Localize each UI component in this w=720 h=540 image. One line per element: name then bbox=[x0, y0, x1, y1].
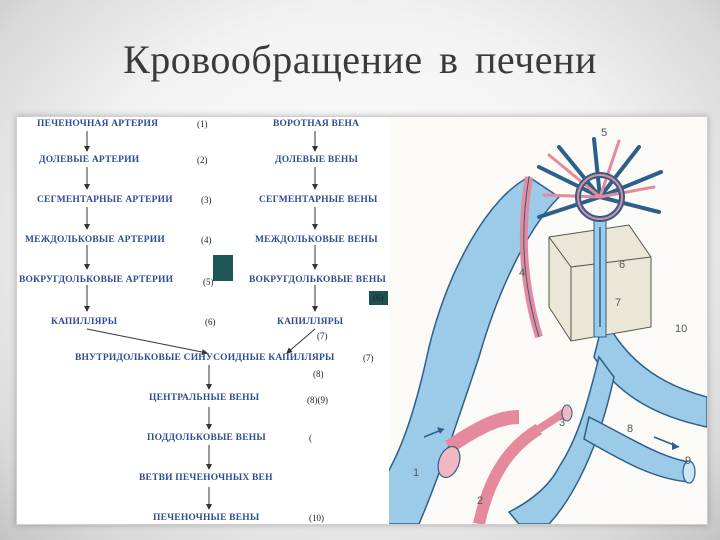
right-num-6-box: (6) bbox=[369, 291, 388, 305]
illu-num-7: 7 bbox=[615, 297, 621, 309]
left-num-4: (4) bbox=[201, 235, 212, 245]
left-num-3: (3) bbox=[201, 195, 212, 205]
hepatic-veins-label: ПЕЧЕНОЧНЫЕ ВЕНЫ bbox=[153, 513, 259, 523]
bottom-num-1: (8)(9) bbox=[307, 395, 328, 405]
illu-num-3: 3 bbox=[559, 417, 565, 429]
sinusoid-num-7: (7) bbox=[363, 353, 374, 363]
figure-panel: ПЕЧЕНОЧНАЯ АРТЕРИЯ (1) ДОЛЕВЫЕ АРТЕРИИ (… bbox=[16, 116, 708, 525]
central-veins-label: ЦЕНТРАЛЬНЫЕ ВЕНЫ bbox=[149, 393, 259, 403]
left-num-5: (5) bbox=[203, 277, 214, 287]
illu-num-1: 1 bbox=[413, 467, 419, 479]
liver-circulation-illustration: 1 2 3 4 5 6 7 8 9 10 bbox=[389, 117, 707, 524]
lobar-veins-label: ДОЛЕВЫЕ ВЕНЫ bbox=[275, 155, 358, 165]
illu-num-9: 9 bbox=[685, 455, 691, 467]
bottom-num-4: (10) bbox=[309, 513, 324, 523]
sublobular-veins-label: ПОДДОЛЬКОВЫЕ ВЕНЫ bbox=[147, 433, 266, 443]
illu-num-10: 10 bbox=[675, 323, 687, 335]
merge-num-7: (7) bbox=[317, 331, 328, 341]
perilobular-veins-label: ВОКРУГДОЛЬКОВЫЕ ВЕНЫ bbox=[249, 275, 386, 285]
vessel-drawing bbox=[389, 117, 707, 524]
sinusoid-below-num-8: (8) bbox=[313, 369, 324, 379]
left-capillaries-label: КАПИЛЛЯРЫ bbox=[51, 317, 117, 327]
illu-num-2: 2 bbox=[477, 495, 483, 507]
right-capillaries-label: КАПИЛЛЯРЫ bbox=[277, 317, 343, 327]
perilobular-arteries-label: ВОКРУГДОЛЬКОВЫЕ АРТЕРИИ bbox=[19, 275, 173, 285]
dark-square-marker bbox=[213, 255, 233, 281]
lobar-arteries-label: ДОЛЕВЫЕ АРТЕРИИ bbox=[39, 155, 139, 165]
left-num-6: (6) bbox=[205, 317, 216, 327]
hepatic-artery-label: ПЕЧЕНОЧНАЯ АРТЕРИЯ bbox=[37, 119, 158, 129]
sinusoid-capillaries-label: ВНУТРИДОЛЬКОВЫЕ СИНУСОИДНЫЕ КАПИЛЛЯРЫ bbox=[75, 353, 335, 363]
hepatic-vein-branches-label: ВЕТВИ ПЕЧЕНОЧНЫХ ВЕН bbox=[139, 473, 273, 483]
segmental-veins-label: СЕГМЕНТАРНЫЕ ВЕНЫ bbox=[259, 195, 378, 205]
illu-num-6: 6 bbox=[619, 259, 625, 271]
left-num-2: (2) bbox=[197, 155, 208, 165]
slide-title: Кровообращение в печени bbox=[0, 36, 720, 83]
segmental-arteries-label: СЕГМЕНТАРНЫЕ АРТЕРИИ bbox=[37, 195, 173, 205]
interlobular-arteries-label: МЕЖДОЛЬКОВЫЕ АРТЕРИИ bbox=[25, 235, 165, 245]
left-num-1: (1) bbox=[197, 119, 208, 129]
bottom-num-2: ( bbox=[309, 433, 312, 443]
interlobular-veins-label: МЕЖДОЛЬКОВЫЕ ВЕНЫ bbox=[255, 235, 378, 245]
illu-num-5: 5 bbox=[601, 127, 607, 139]
illu-num-4: 4 bbox=[519, 267, 525, 279]
illu-num-8: 8 bbox=[627, 423, 633, 435]
circulation-scheme: ПЕЧЕНОЧНАЯ АРТЕРИЯ (1) ДОЛЕВЫЕ АРТЕРИИ (… bbox=[17, 117, 395, 524]
portal-vein-label: ВОРОТНАЯ ВЕНА bbox=[273, 119, 359, 129]
